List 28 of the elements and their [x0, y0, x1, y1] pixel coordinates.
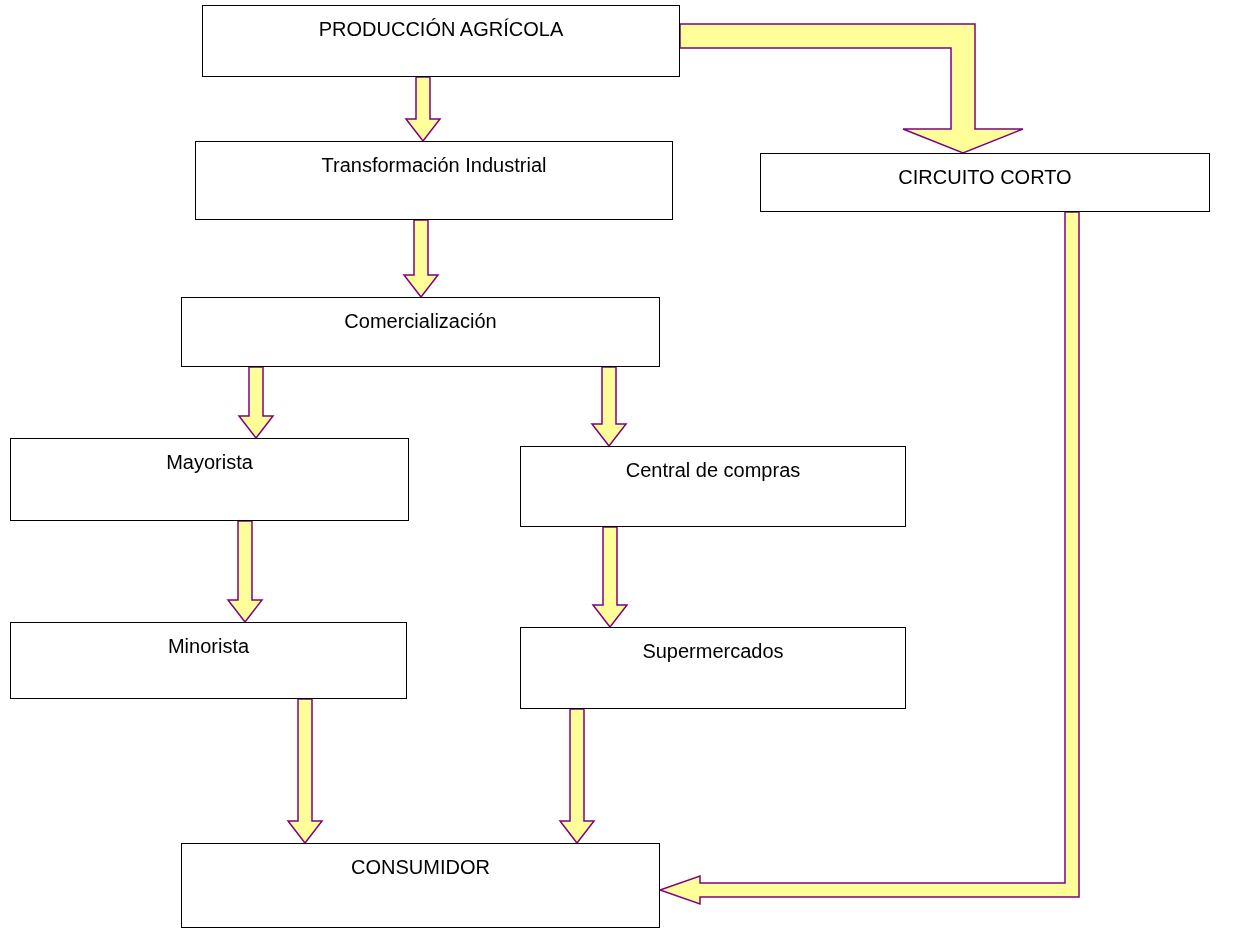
- box-label: Comercialización: [344, 310, 497, 333]
- box-label: CIRCUITO CORTO: [898, 166, 1072, 189]
- box-label: Supermercados: [642, 640, 784, 663]
- block-arrow: [402, 219, 440, 299]
- block-arrow: [558, 708, 596, 845]
- block-arrow: [286, 698, 324, 845]
- process-box: [195, 141, 673, 220]
- process-box: [10, 438, 409, 521]
- process-box: [181, 297, 660, 367]
- process-box: [520, 627, 906, 709]
- box-label: Minorista: [167, 635, 250, 658]
- block-arrow: [590, 366, 628, 448]
- block-arrow: [226, 520, 264, 624]
- box-label: Mayorista: [166, 451, 253, 474]
- block-arrow: [404, 76, 442, 143]
- process-box: [760, 153, 1210, 212]
- process-box: [202, 5, 680, 77]
- box-label: CONSUMIDOR: [351, 856, 490, 879]
- process-box: [520, 446, 906, 527]
- process-box: [10, 622, 407, 699]
- block-arrow: [237, 366, 275, 440]
- process-box: [181, 843, 660, 928]
- box-label: Transformación Industrial: [321, 154, 547, 177]
- block-arrow: [657, 211, 1080, 906]
- box-label: Central de compras: [625, 459, 801, 482]
- block-arrow: [679, 23, 1024, 154]
- box-label: PRODUCCIÓN AGRÍCOLA: [318, 18, 564, 41]
- block-arrow: [591, 526, 629, 629]
